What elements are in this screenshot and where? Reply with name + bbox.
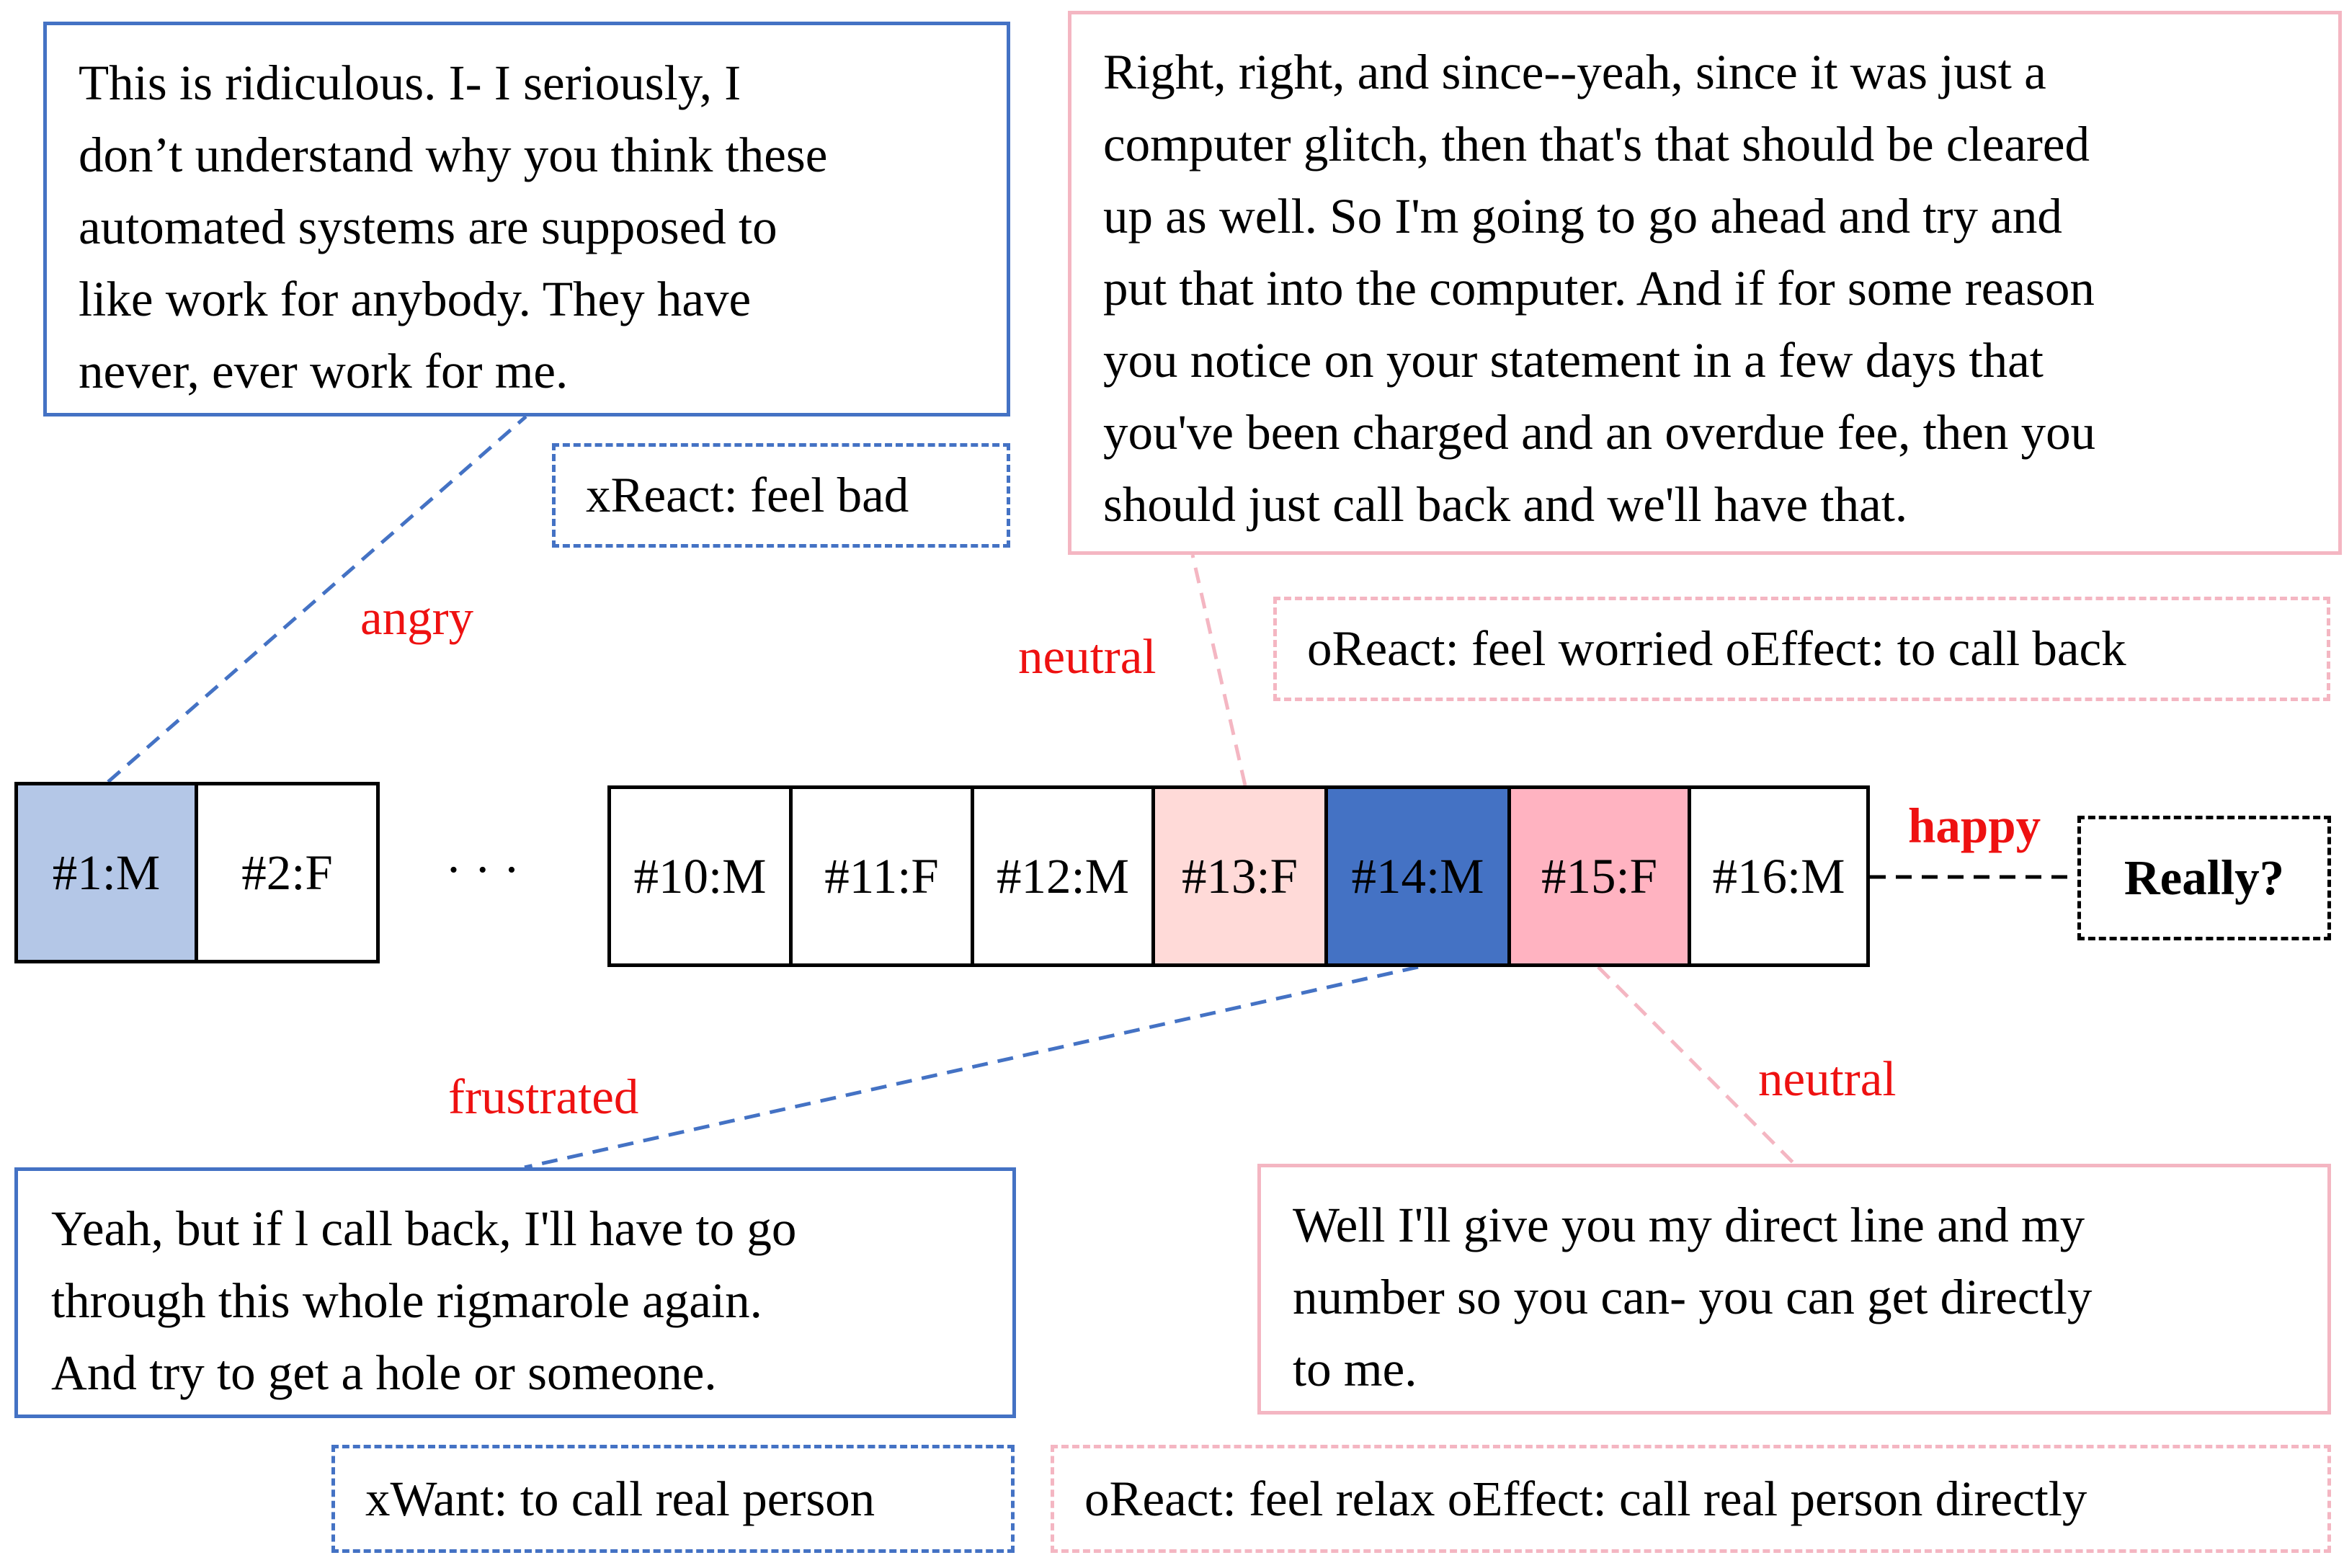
emotion-label-1: angry: [360, 590, 474, 645]
turn-16-label: #16:M: [1712, 848, 1845, 904]
turn-15-label: #15:F: [1541, 848, 1658, 904]
emotion-label-16: happy: [1908, 798, 2041, 853]
utterance-15-line: to me.: [1293, 1342, 1417, 1396]
utterance-15-box: Well I'll give you my direct line and my…: [1257, 1164, 2331, 1415]
connector-u15: [1597, 966, 1796, 1165]
utterance-13-line: up as well. So I'm going to go ahead and…: [1103, 189, 2062, 244]
utterance-1-line: like work for anybody. They have: [79, 272, 752, 326]
turn-2-label: #2:F: [241, 845, 333, 900]
response-text: Really?: [2124, 850, 2285, 905]
emotion-label-14: frustrated: [448, 1069, 639, 1124]
utterance-15-line: Well I'll give you my direct line and my: [1293, 1198, 2085, 1252]
utterance-13-line: put that into the computer. And if for s…: [1103, 261, 2095, 316]
utterance-1-line: automated systems are supposed to: [79, 200, 777, 254]
emotion-label-13: neutral: [1018, 629, 1157, 684]
turn-11-label: #11:F: [824, 848, 939, 904]
connector-u14: [524, 965, 1419, 1170]
utterance-14-line: Yeah, but if l call back, I'll have to g…: [51, 1201, 797, 1256]
utterance-13-line: you've been charged and an overdue fee, …: [1103, 405, 2096, 460]
knowledge-13-box: oReact: feel worried oEffect: to call ba…: [1273, 597, 2330, 701]
knowledge-13-text: oReact: feel worried oEffect: to call ba…: [1307, 621, 2126, 676]
utterance-13-line: computer glitch, then that's that should…: [1103, 117, 2090, 172]
turn-1: #1:M: [14, 782, 198, 963]
utterance-1-line: don’t understand why you think these: [79, 128, 828, 182]
utterance-13-line: should just call back and we'll have tha…: [1103, 477, 1908, 532]
knowledge-14-text: xWant: to call real person: [365, 1471, 875, 1526]
turn-13-label: #13:F: [1181, 848, 1298, 904]
connector-u1: [107, 415, 527, 783]
turn-10: #10:M: [607, 785, 793, 967]
utterance-14-box: Yeah, but if l call back, I'll have to g…: [14, 1167, 1016, 1418]
response-box: Really?: [2077, 816, 2331, 940]
utterance-13-line: Right, right, and since--yeah, since it …: [1103, 45, 2046, 99]
utterance-1-box: This is ridiculous. I- I seriously, I do…: [43, 22, 1010, 416]
utterance-13-line: you notice on your statement in a few da…: [1103, 333, 2044, 388]
turn-10-label: #10:M: [633, 848, 767, 904]
turn-15: #15:F: [1507, 785, 1691, 967]
knowledge-15-text: oReact: feel relax oEffect: call real pe…: [1084, 1471, 2087, 1526]
knowledge-14-box: xWant: to call real person: [331, 1445, 1015, 1553]
knowledge-1-text: xReact: feel bad: [586, 468, 909, 522]
turn-13: #13:F: [1151, 785, 1328, 967]
turn-12: #12:M: [971, 785, 1155, 967]
turn-14-label: #14:M: [1351, 848, 1484, 904]
turn-16: #16:M: [1688, 785, 1870, 967]
utterance-15-line: number so you can- you can get directly: [1293, 1270, 2093, 1324]
utterance-1-line: This is ridiculous. I- I seriously, I: [79, 55, 741, 110]
ellipsis: · · ·: [445, 842, 520, 897]
turn-14: #14:M: [1324, 785, 1511, 967]
turn-11: #11:F: [789, 785, 974, 967]
knowledge-1-box: xReact: feel bad: [552, 443, 1010, 548]
utterance-1-line: never, ever work for me.: [79, 344, 569, 398]
emotion-label-15: neutral: [1758, 1051, 1897, 1106]
utterance-14-line: And try to get a hole or someone.: [51, 1345, 717, 1400]
turn-2: #2:F: [195, 782, 380, 963]
turn-12-label: #12:M: [996, 848, 1130, 904]
connector-u13: [1190, 554, 1247, 786]
turn-1-label: #1:M: [52, 845, 161, 900]
knowledge-15-box: oReact: feel relax oEffect: call real pe…: [1051, 1445, 2331, 1553]
utterance-13-box: Right, right, and since--yeah, since it …: [1068, 11, 2342, 555]
utterance-14-line: through this whole rigmarole again.: [51, 1273, 762, 1328]
